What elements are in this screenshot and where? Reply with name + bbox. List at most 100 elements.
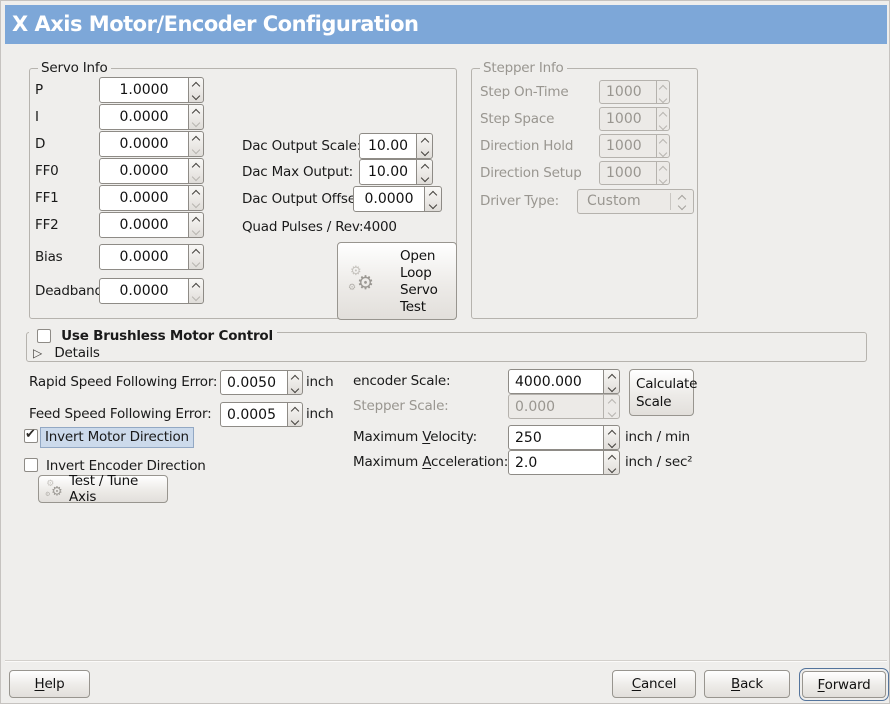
- spin-down-icon[interactable]: [428, 200, 438, 210]
- servo-i-spinner[interactable]: [188, 104, 204, 130]
- spin-down-icon[interactable]: [290, 384, 300, 394]
- dac-output-offset-spinner[interactable]: [424, 186, 442, 212]
- invert-encoder-direction-label[interactable]: Invert Encoder Direction: [46, 458, 206, 474]
- feed-speed-following-error-input[interactable]: [220, 402, 288, 427]
- servo-p-spinner[interactable]: [188, 77, 204, 103]
- help-button-label: Help: [34, 676, 65, 692]
- spin-up-icon[interactable]: [191, 162, 201, 172]
- encoder-scale-spinner[interactable]: [603, 369, 620, 394]
- spin-down-icon[interactable]: [420, 147, 429, 157]
- servo-ff1-input[interactable]: [99, 185, 189, 211]
- expander-collapsed-icon[interactable]: ▷: [33, 346, 43, 360]
- spin-up-icon[interactable]: [191, 108, 201, 118]
- servo-ff1-spinner[interactable]: [188, 185, 204, 211]
- gear-icon: ⚙: [348, 283, 356, 293]
- servo-i-input[interactable]: [99, 104, 189, 130]
- check-icon: ✔: [25, 427, 36, 442]
- servo-bias-spinner[interactable]: [188, 244, 204, 270]
- gear-icon: ⚙: [51, 483, 63, 499]
- spin-up-icon[interactable]: [607, 454, 616, 464]
- spin-down-icon[interactable]: [191, 91, 201, 101]
- spin-up-icon[interactable]: [191, 248, 201, 258]
- spin-down-icon[interactable]: [290, 416, 300, 426]
- rapid-speed-following-error-input[interactable]: [220, 370, 288, 395]
- invert-encoder-direction-checkbox[interactable]: [24, 458, 38, 472]
- spin-down-icon[interactable]: [607, 439, 616, 449]
- spin-down-icon[interactable]: [191, 258, 201, 268]
- footer-separator: [5, 660, 887, 662]
- open-loop-servo-test-button[interactable]: ⚙ ⚙ ⚙ Open Loop Servo Test: [337, 242, 457, 320]
- dac-output-offset-label: Dac Output Offset:: [242, 191, 366, 207]
- spin-up-icon[interactable]: [607, 429, 616, 439]
- maximum-acceleration-input[interactable]: [508, 450, 604, 475]
- calculate-scale-button[interactable]: Calculate Scale: [629, 369, 698, 416]
- maximum-velocity-spinner[interactable]: [603, 425, 620, 450]
- spin-up-icon[interactable]: [420, 137, 429, 147]
- spin-down-icon[interactable]: [191, 145, 201, 155]
- dac-max-output-input[interactable]: [359, 159, 417, 185]
- servo-deadband-spinner[interactable]: [188, 278, 204, 304]
- maximum-acceleration-spinner[interactable]: [603, 450, 620, 475]
- spin-down-icon[interactable]: [420, 173, 429, 183]
- cancel-button[interactable]: Cancel: [612, 670, 696, 698]
- forward-button[interactable]: Forward: [799, 668, 889, 701]
- servo-ff2-spinner[interactable]: [188, 212, 204, 238]
- spin-up-icon[interactable]: [290, 406, 300, 416]
- servo-p-label: P: [35, 82, 43, 98]
- maximum-velocity-input[interactable]: [508, 425, 604, 450]
- back-button[interactable]: Back: [704, 670, 790, 698]
- spin-up-icon[interactable]: [428, 190, 438, 200]
- servo-deadband-input[interactable]: [99, 278, 189, 304]
- dac-output-scale-spinner[interactable]: [416, 133, 433, 159]
- spin-up-icon[interactable]: [290, 374, 300, 384]
- spin-down-icon[interactable]: [191, 172, 201, 182]
- gear-icon: ⚙: [357, 272, 374, 294]
- invert-motor-direction-label[interactable]: Invert Motor Direction: [40, 427, 194, 448]
- step-on-time-label: Step On-Time: [480, 84, 569, 100]
- details-expander[interactable]: ▷ Details: [33, 342, 100, 361]
- servo-ff0-input[interactable]: [99, 158, 189, 184]
- help-button[interactable]: Help: [9, 670, 90, 698]
- details-label: Details: [54, 345, 100, 361]
- spin-down-icon[interactable]: [191, 226, 201, 236]
- test-tune-axis-button[interactable]: ⚙ ⚙ ⚙ Test / Tune Axis: [38, 473, 168, 505]
- servo-p-input[interactable]: [99, 77, 189, 103]
- invert-motor-direction-checkbox[interactable]: ✔: [24, 427, 38, 443]
- spin-down-icon[interactable]: [607, 383, 616, 393]
- spin-up-icon[interactable]: [191, 81, 201, 91]
- spin-up-icon: [607, 398, 616, 408]
- calculate-line: Calculate: [636, 375, 698, 392]
- spin-down-icon[interactable]: [607, 464, 616, 474]
- open-loop-line: Servo: [400, 282, 438, 298]
- servo-d-input[interactable]: [99, 131, 189, 157]
- servo-ff0-label: FF0: [35, 163, 59, 179]
- feed-speed-following-error-spinner[interactable]: [287, 402, 303, 427]
- rapid-speed-following-error-spinner[interactable]: [287, 370, 303, 395]
- dac-max-output-spinner[interactable]: [416, 159, 433, 185]
- spin-down-icon[interactable]: [191, 118, 201, 128]
- spin-up-icon[interactable]: [420, 163, 429, 173]
- stepper-info-frame: Stepper Info Step On-Time Step Space Dir…: [471, 60, 698, 319]
- spin-up-icon[interactable]: [191, 189, 201, 199]
- servo-bias-input[interactable]: [99, 244, 189, 270]
- stepper-scale-spinner: [603, 394, 620, 419]
- servo-ff2-input[interactable]: [99, 212, 189, 238]
- servo-ff0-spinner[interactable]: [188, 158, 204, 184]
- servo-d-spinner[interactable]: [188, 131, 204, 157]
- spin-down-icon[interactable]: [191, 292, 201, 302]
- dac-output-scale-input[interactable]: [359, 133, 417, 159]
- spin-down-icon[interactable]: [191, 199, 201, 209]
- dac-output-offset-input[interactable]: [353, 186, 425, 212]
- direction-hold-input: [599, 134, 657, 158]
- calculate-line: Scale: [636, 393, 672, 410]
- direction-setup-spinner: [656, 161, 670, 185]
- encoder-scale-label: encoder Scale:: [353, 373, 451, 389]
- spin-up-icon[interactable]: [191, 135, 201, 145]
- spin-up-icon[interactable]: [191, 216, 201, 226]
- servo-info-frame-title: Servo Info: [38, 60, 111, 76]
- encoder-scale-input[interactable]: [508, 369, 604, 394]
- use-brushless-checkbox[interactable]: [37, 328, 51, 343]
- spin-up-icon[interactable]: [191, 282, 201, 292]
- feed-speed-following-error-label: Feed Speed Following Error:: [29, 406, 212, 422]
- spin-up-icon[interactable]: [607, 373, 616, 383]
